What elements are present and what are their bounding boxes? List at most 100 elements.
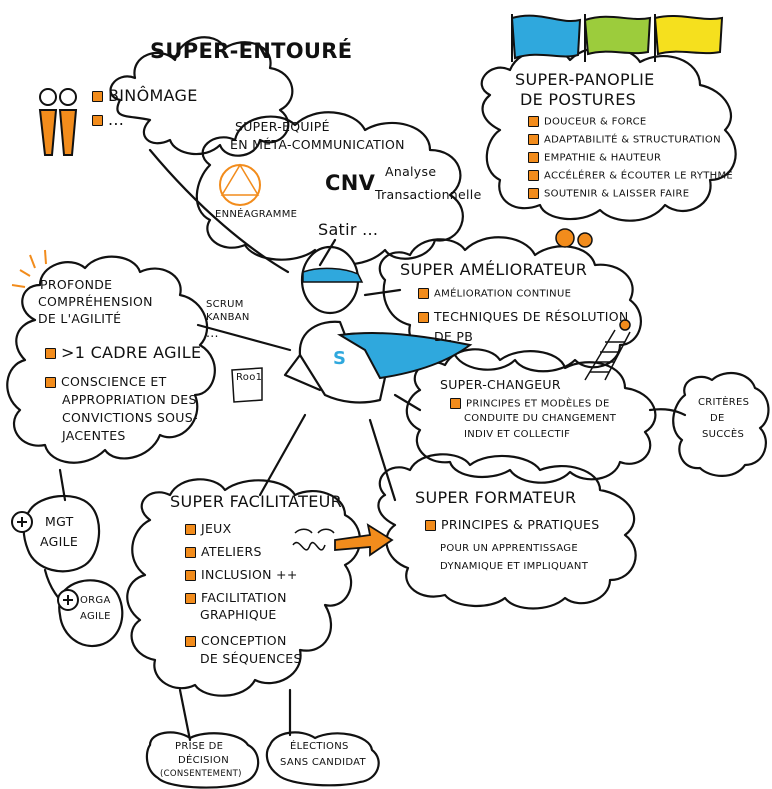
bullet bbox=[418, 312, 429, 323]
scrum-label: Scrum bbox=[206, 299, 244, 310]
arrow-facilitateur bbox=[258, 413, 307, 497]
circle-mgt bbox=[22, 494, 101, 573]
cloud-criteres bbox=[672, 371, 770, 477]
flag-yellow bbox=[653, 15, 724, 56]
flag-blue bbox=[510, 14, 582, 60]
equipe-cnv: CNV bbox=[325, 171, 376, 195]
ameliorateur-title: Super améliorateur bbox=[400, 260, 588, 279]
bullet bbox=[418, 288, 429, 299]
bullet bbox=[528, 170, 539, 181]
cloud-equipe bbox=[195, 111, 464, 266]
panoplie-title-2: de postures bbox=[520, 90, 637, 109]
bullet bbox=[45, 377, 56, 388]
panoplie-item-5: Soutenir & Laisser faire bbox=[528, 188, 689, 200]
equipe-analyse-2: Transactionnelle bbox=[375, 187, 482, 202]
cloud-formateur bbox=[377, 453, 637, 610]
bullet bbox=[92, 115, 103, 126]
bullet bbox=[425, 520, 436, 531]
cloud-facilitateur bbox=[126, 478, 361, 697]
comprehension-title-1: Profonde bbox=[40, 277, 113, 292]
ameliorateur-item-2-line-2: de PB bbox=[434, 329, 474, 344]
kanban-label: Kanban bbox=[206, 312, 250, 323]
facilitateur-item-1: Jeux bbox=[185, 522, 232, 535]
arrow-criteres bbox=[648, 408, 687, 417]
panoplie-item-4: Accélérer & Écouter le rythme bbox=[528, 170, 733, 182]
comprehension-item-2-line-2: appropriation des bbox=[62, 392, 197, 407]
facilitateur-title: Super facilitateur bbox=[170, 492, 343, 511]
chanceur-item-1: Principes et modèles de bbox=[450, 398, 610, 410]
orga-line-1: Orga bbox=[80, 595, 111, 606]
formateur-line-1: Principes & pratiques bbox=[425, 518, 599, 531]
arrow-comprehension bbox=[196, 323, 292, 352]
facilitateur-item-5: Conception bbox=[185, 634, 287, 647]
hero-letter: S bbox=[333, 348, 347, 369]
arrow-prise bbox=[178, 688, 192, 742]
bullet bbox=[185, 593, 196, 604]
paper-icon bbox=[231, 367, 263, 403]
enneagram-icon bbox=[219, 164, 261, 206]
facilitateur-item-2: Ateliers bbox=[185, 545, 262, 558]
elections-line-1: Élections bbox=[290, 741, 349, 752]
comprehension-title-2: compréhension bbox=[38, 294, 153, 309]
comprehension-item-2-line-3: convictions sous- bbox=[62, 410, 198, 425]
arrow-ameliorateur bbox=[363, 288, 402, 297]
hero-arm bbox=[283, 353, 322, 392]
bullet bbox=[528, 188, 539, 199]
criteres-line-2: de bbox=[710, 413, 725, 424]
chanceur-item-1-line-3: indiv et collectif bbox=[464, 429, 571, 440]
bullet bbox=[92, 91, 103, 102]
criteres-line-3: succès bbox=[702, 429, 745, 440]
bullet bbox=[528, 116, 539, 127]
comprehension-title-3: de l'agilité bbox=[38, 311, 122, 326]
formateur-line-2: pour un apprentissage bbox=[440, 543, 578, 554]
mgt-line-1: Mgt bbox=[45, 514, 74, 529]
dots-label: ... bbox=[206, 325, 219, 340]
paper-label: Roo1 bbox=[236, 372, 263, 383]
glasses-icon bbox=[294, 528, 335, 534]
equipe-enneagramme: Ennéagramme bbox=[215, 209, 298, 220]
panoplie-title-1: Super-panoplie bbox=[515, 70, 655, 89]
facilitateur-item-3: Inclusion ++ bbox=[185, 568, 298, 581]
ameliorateur-item-2: Techniques de résolution bbox=[418, 310, 629, 323]
hero-cape bbox=[337, 332, 473, 380]
bullet bbox=[185, 636, 196, 647]
entoure-item-1: Binômage bbox=[92, 87, 198, 105]
equipe-title-1: Super-équipé bbox=[235, 119, 330, 134]
prise-line-3: (consentement) bbox=[160, 769, 242, 779]
panoplie-item-3: Empathie & Hauteur bbox=[528, 152, 661, 164]
equipe-satir: Satir ... bbox=[318, 220, 379, 239]
orga-line-2: agile bbox=[80, 611, 111, 622]
prise-line-2: décision bbox=[178, 755, 229, 766]
arrow-formateur bbox=[368, 418, 397, 502]
chanceur-item-1-line-2: conduite du changement bbox=[464, 413, 617, 424]
bullet bbox=[528, 134, 539, 145]
cloud-chanceur bbox=[405, 348, 657, 484]
formateur-line-3: dynamique et impliquant bbox=[440, 561, 589, 572]
entoure-title: Super-entouré bbox=[150, 39, 353, 63]
circle-orga bbox=[58, 579, 124, 648]
formateur-title: Super formateur bbox=[415, 488, 577, 507]
bullet bbox=[528, 152, 539, 163]
arrow-chanceur bbox=[393, 393, 422, 412]
orange-arrow bbox=[334, 523, 394, 557]
cloud-panoplie bbox=[480, 46, 737, 222]
mgt-line-2: agile bbox=[40, 534, 79, 549]
arrow-entoure bbox=[148, 148, 290, 274]
panoplie-item-2: Adaptabilité & Structuration bbox=[528, 134, 721, 146]
gears-icon bbox=[555, 228, 593, 248]
hero-mask bbox=[302, 267, 364, 283]
bullet bbox=[185, 524, 196, 535]
ladder-icon bbox=[584, 319, 631, 381]
cloud-elections bbox=[265, 731, 380, 787]
rays-icon bbox=[11, 249, 47, 288]
cloud-comprehension bbox=[6, 255, 216, 464]
facilitateur-item-4-line-2: graphique bbox=[200, 607, 277, 622]
arrow-equipe bbox=[318, 238, 337, 267]
bullet bbox=[45, 348, 56, 359]
prise-line-1: Prise de bbox=[175, 741, 224, 752]
entoure-item-2: ... bbox=[92, 111, 124, 129]
bullet bbox=[185, 570, 196, 581]
comprehension-item-1: >1 cadre agile bbox=[45, 344, 201, 362]
ameliorateur-item-1: Amélioration continue bbox=[418, 288, 571, 300]
equipe-title-2: en méta-communication bbox=[230, 137, 405, 152]
